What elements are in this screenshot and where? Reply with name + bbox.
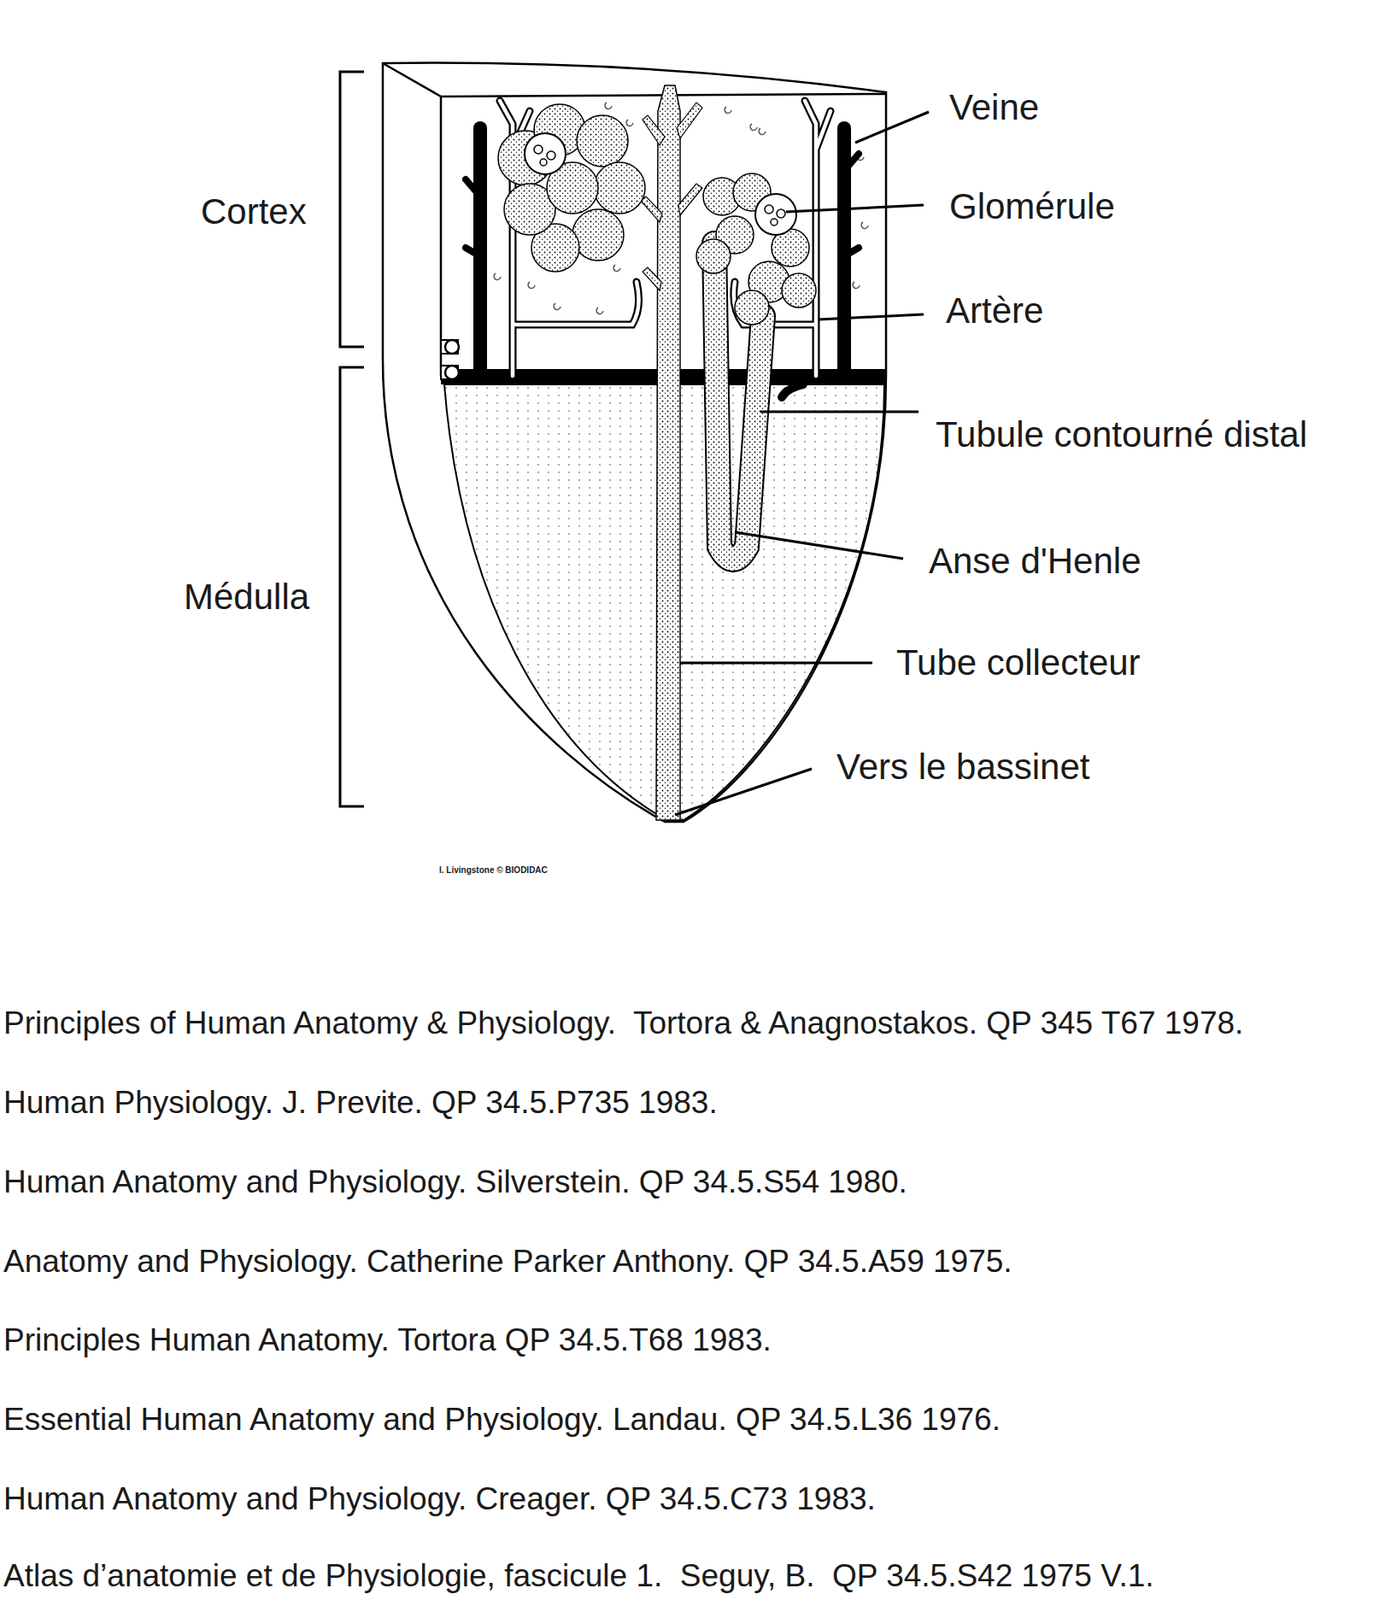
collecting-duct bbox=[640, 85, 703, 821]
glomerulus bbox=[755, 193, 797, 235]
reference-text: Principles of Human Anatomy & Physiology… bbox=[3, 1004, 1244, 1043]
part-label: Veine bbox=[949, 86, 1039, 130]
glomerulus bbox=[524, 133, 566, 175]
convoluted-tubule bbox=[498, 104, 646, 272]
kidney-outline bbox=[382, 63, 887, 822]
reference-text: Human Physiology. J. Previte. QP 34.5.P7… bbox=[3, 1084, 718, 1122]
bracket bbox=[340, 71, 364, 807]
reference-text: Atlas d’anatomie et de Physiologie, fasc… bbox=[3, 1557, 1155, 1596]
cortex-speckles bbox=[493, 102, 869, 314]
reference-text: Essential Human Anatomy and Physiology. … bbox=[3, 1401, 1001, 1439]
vessel-ends bbox=[440, 340, 459, 380]
part-label: Vers le bassinet bbox=[836, 745, 1091, 789]
reference-text: Anatomy and Physiology. Catherine Parker… bbox=[3, 1243, 1013, 1281]
convoluted-tubule bbox=[696, 173, 816, 325]
part-label: Tube collecteur bbox=[896, 641, 1141, 685]
leader-line bbox=[675, 111, 929, 816]
credit-text: I. Livingstone © BIODIDAC bbox=[439, 865, 548, 876]
edge-line bbox=[382, 63, 441, 97]
part-label: Glomérule bbox=[949, 185, 1116, 229]
edge-line bbox=[440, 96, 443, 376]
region-label: Cortex bbox=[200, 190, 307, 234]
part-label: Artère bbox=[945, 289, 1044, 333]
reference-text: Human Anatomy and Physiology. Creager. Q… bbox=[3, 1480, 876, 1519]
glomerulus-detail bbox=[534, 145, 556, 166]
reference-text: Human Anatomy and Physiology. Silverstei… bbox=[3, 1163, 908, 1202]
region-label: Médulla bbox=[183, 575, 310, 619]
glomerulus-detail bbox=[764, 205, 786, 226]
reference-text: Principles Human Anatomy. Tortora QP 34.… bbox=[3, 1321, 772, 1360]
part-label: Tubule contourné distal bbox=[935, 413, 1312, 457]
part-label: Anse d'Henle bbox=[928, 540, 1142, 583]
